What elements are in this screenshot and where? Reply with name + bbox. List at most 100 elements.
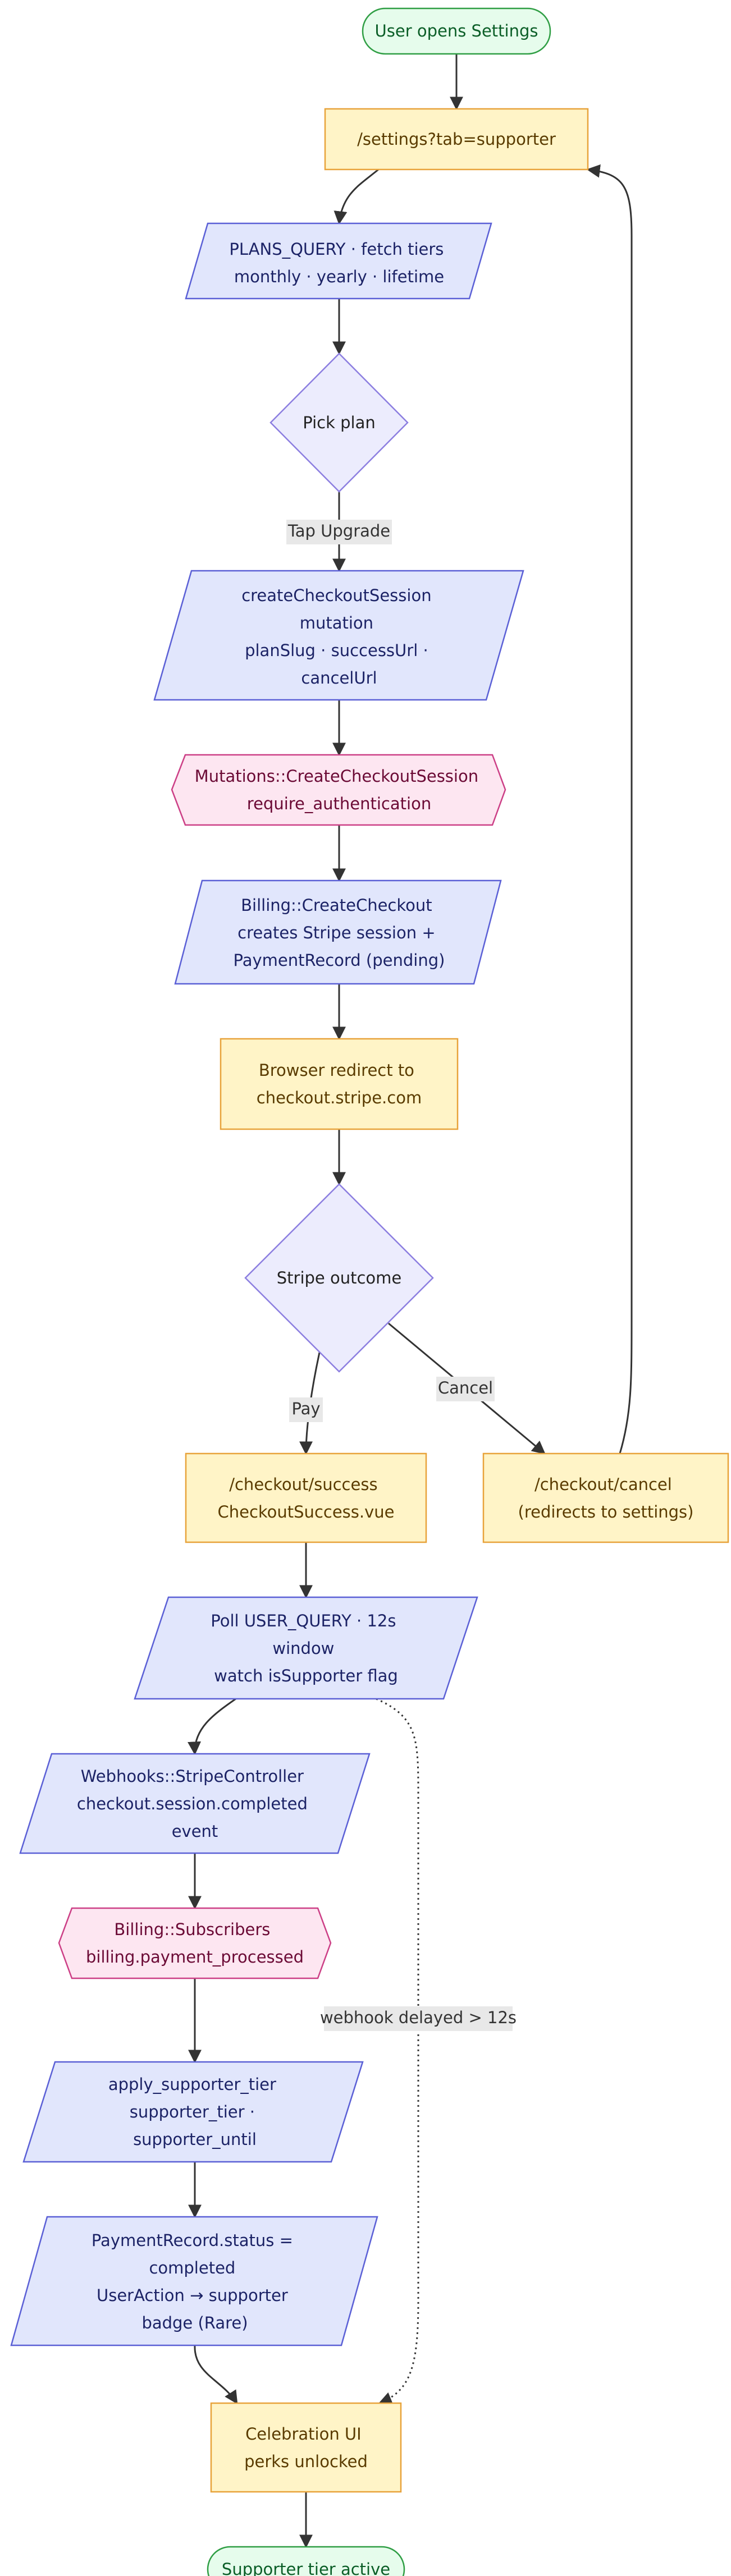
node-celebration-line-2: perks unlocked [244, 2452, 368, 2471]
node-end-label: Supporter tier active [222, 2560, 390, 2576]
node-payment-record-completed-label: PaymentRecord.status = completed UserAct… [92, 2231, 298, 2332]
node-plans-query-line-1: PLANS_QUERY · fetch tiers [229, 240, 444, 259]
node-payment-record-completed-shape [10, 2216, 378, 2346]
node-celebration-line-1: Celebration UI [245, 2424, 362, 2444]
node-stripe-controller-line-2: checkout.session.completed [77, 1794, 308, 1813]
node-mutations-handler-line-1: Mutations::CreateCheckoutSession [195, 767, 478, 786]
edge-label-pay: Pay [291, 1399, 320, 1418]
node-apply-supporter-tier-label: apply_supporter_tier supporter_tier · su… [108, 2075, 281, 2149]
edges [188, 54, 633, 2549]
node-plans-query-label: PLANS_QUERY · fetch tiers monthly · year… [229, 240, 449, 286]
edge-poll-to-stripe-controller [188, 1698, 236, 1755]
node-checkout-cancel-line-1: /checkout/cancel [534, 1475, 672, 1494]
node-browser-redirect-line-2: checkout.stripe.com [257, 1088, 422, 1107]
node-poll-user-query: Poll USER_QUERY · 12s window watch isSup… [134, 1596, 478, 1700]
node-checkout-cancel: /checkout/cancel (redirects to settings) [482, 1452, 729, 1543]
node-checkout-success: /checkout/success CheckoutSuccess.vue [185, 1452, 427, 1543]
node-settings: /settings?tab=supporter [324, 108, 589, 171]
node-plans-query: PLANS_QUERY · fetch tiers monthly · year… [185, 222, 492, 300]
node-checkout-success-label: /checkout/success CheckoutSuccess.vue [217, 1475, 394, 1521]
edge-label-bg-cancel [436, 1377, 495, 1401]
node-start-shape [362, 7, 551, 55]
node-mutations-handler: Mutations::CreateCheckoutSession require… [171, 754, 506, 826]
edge-label-tap-upgrade: Tap Upgrade [287, 521, 390, 540]
node-checkout-cancel-line-2: (redirects to settings) [518, 1502, 694, 1521]
node-payment-record-completed-line-1: PaymentRecord.status = [92, 2231, 293, 2250]
node-pick-plan: Pick plan [269, 352, 409, 493]
node-poll-user-query-line-2: window [272, 1639, 334, 1658]
node-poll-user-query-shape [134, 1596, 478, 1700]
node-payment-record-completed-line-2: completed [149, 2258, 235, 2277]
node-stripe-controller-line-3: event [172, 1822, 218, 1841]
node-create-checkout-mutation: createCheckoutSession mutation planSlug … [153, 570, 524, 701]
node-billing-subscribers-label: Billing::Subscribers billing.payment_pro… [86, 1920, 304, 1967]
node-checkout-success-line-2: CheckoutSuccess.vue [217, 1502, 394, 1521]
edge-cancel-to-settings [586, 164, 633, 1454]
node-billing-create-checkout-line-1: Billing::CreateCheckout [241, 896, 432, 915]
node-payment-record-completed-line-4: badge (Rare) [141, 2313, 248, 2332]
node-browser-redirect: Browser redirect to checkout.stripe.com [220, 1038, 459, 1130]
node-pick-plan-label: Pick plan [303, 413, 375, 432]
node-end-shape [207, 2546, 405, 2576]
node-payment-record-completed-line-3: UserAction → supporter [97, 2286, 288, 2305]
node-browser-redirect-shape [220, 1038, 459, 1130]
node-browser-redirect-line-1: Browser redirect to [259, 1061, 414, 1080]
node-create-checkout-mutation-line-4: cancelUrl [301, 668, 377, 687]
node-checkout-cancel-shape [482, 1452, 729, 1543]
node-billing-subscribers-shape [58, 1907, 332, 1979]
node-settings-shape [324, 108, 589, 171]
node-celebration: Celebration UI perks unlocked [210, 2402, 402, 2493]
node-billing-create-checkout-label: Billing::CreateCheckout creates Stripe s… [234, 896, 445, 970]
edge-label-bg-webhook-delayed [324, 2006, 513, 2031]
node-start: User opens Settings [362, 7, 551, 55]
node-apply-supporter-tier-line-3: supporter_until [133, 2130, 257, 2149]
edge-poll-to-celebration-dotted [376, 1698, 419, 2405]
edge-label-bg-pay [289, 1397, 323, 1422]
node-create-checkout-mutation-line-2: mutation [300, 613, 373, 632]
nodes: User opens Settings /settings?tab=suppor… [10, 7, 729, 2576]
node-create-checkout-mutation-label: createCheckoutSession mutation planSlug … [241, 586, 437, 687]
node-poll-user-query-line-3: watch isSupporter flag [214, 1666, 398, 1685]
node-mutations-handler-label: Mutations::CreateCheckoutSession require… [195, 767, 484, 813]
node-stripe-controller-label: Webhooks::StripeController checkout.sess… [77, 1767, 313, 1841]
node-browser-redirect-label: Browser redirect to checkout.stripe.com [257, 1061, 422, 1107]
node-pick-plan-line-1: Pick plan [303, 413, 375, 432]
node-apply-supporter-tier-line-1: apply_supporter_tier [108, 2075, 276, 2094]
node-create-checkout-mutation-line-1: createCheckoutSession [241, 586, 431, 605]
node-stripe-outcome-label: Stripe outcome [277, 1268, 402, 1287]
node-settings-label: /settings?tab=supporter [357, 130, 556, 149]
node-payment-record-completed: PaymentRecord.status = completed UserAct… [10, 2216, 378, 2346]
node-checkout-success-shape [185, 1452, 427, 1543]
node-stripe-controller-shape [19, 1753, 371, 1854]
node-billing-create-checkout-shape [174, 879, 502, 985]
edge-label-bg-tap-upgrade [286, 520, 392, 544]
node-stripe-outcome: Stripe outcome [244, 1183, 434, 1373]
node-end: Supporter tier active [207, 2546, 405, 2576]
node-stripe-outcome-shape [244, 1183, 434, 1373]
edge-label-cancel: Cancel [438, 1378, 493, 1397]
node-create-checkout-mutation-line-3: planSlug · successUrl · [245, 641, 428, 660]
node-celebration-label: Celebration UI perks unlocked [244, 2424, 368, 2471]
node-celebration-shape [210, 2402, 402, 2493]
node-apply-supporter-tier-shape [22, 2061, 364, 2163]
node-billing-create-checkout-line-3: PaymentRecord (pending) [234, 951, 445, 970]
node-create-checkout-mutation-shape [153, 570, 524, 701]
node-end-line-1: Supporter tier active [222, 2560, 390, 2576]
node-billing-subscribers: Billing::Subscribers billing.payment_pro… [58, 1907, 332, 1979]
node-start-line-1: User opens Settings [375, 21, 538, 40]
node-checkout-success-line-1: /checkout/success [229, 1475, 377, 1494]
node-stripe-controller-line-1: Webhooks::StripeController [81, 1767, 304, 1786]
node-billing-create-checkout: Billing::CreateCheckout creates Stripe s… [174, 879, 502, 985]
node-start-label: User opens Settings [375, 21, 538, 40]
node-stripe-outcome-line-1: Stripe outcome [277, 1268, 402, 1287]
node-plans-query-shape [185, 222, 492, 300]
node-billing-subscribers-line-1: Billing::Subscribers [114, 1920, 270, 1939]
node-mutations-handler-shape [171, 754, 506, 826]
node-poll-user-query-label: Poll USER_QUERY · 12s window watch isSup… [211, 1611, 401, 1685]
node-settings-line-1: /settings?tab=supporter [357, 130, 556, 149]
node-plans-query-line-2: monthly · yearly · lifetime [234, 267, 444, 286]
node-checkout-cancel-label: /checkout/cancel (redirects to settings) [518, 1475, 694, 1521]
node-stripe-controller: Webhooks::StripeController checkout.sess… [19, 1753, 371, 1854]
edge-label-webhook-delayed: webhook delayed > 12s [320, 2008, 517, 2027]
